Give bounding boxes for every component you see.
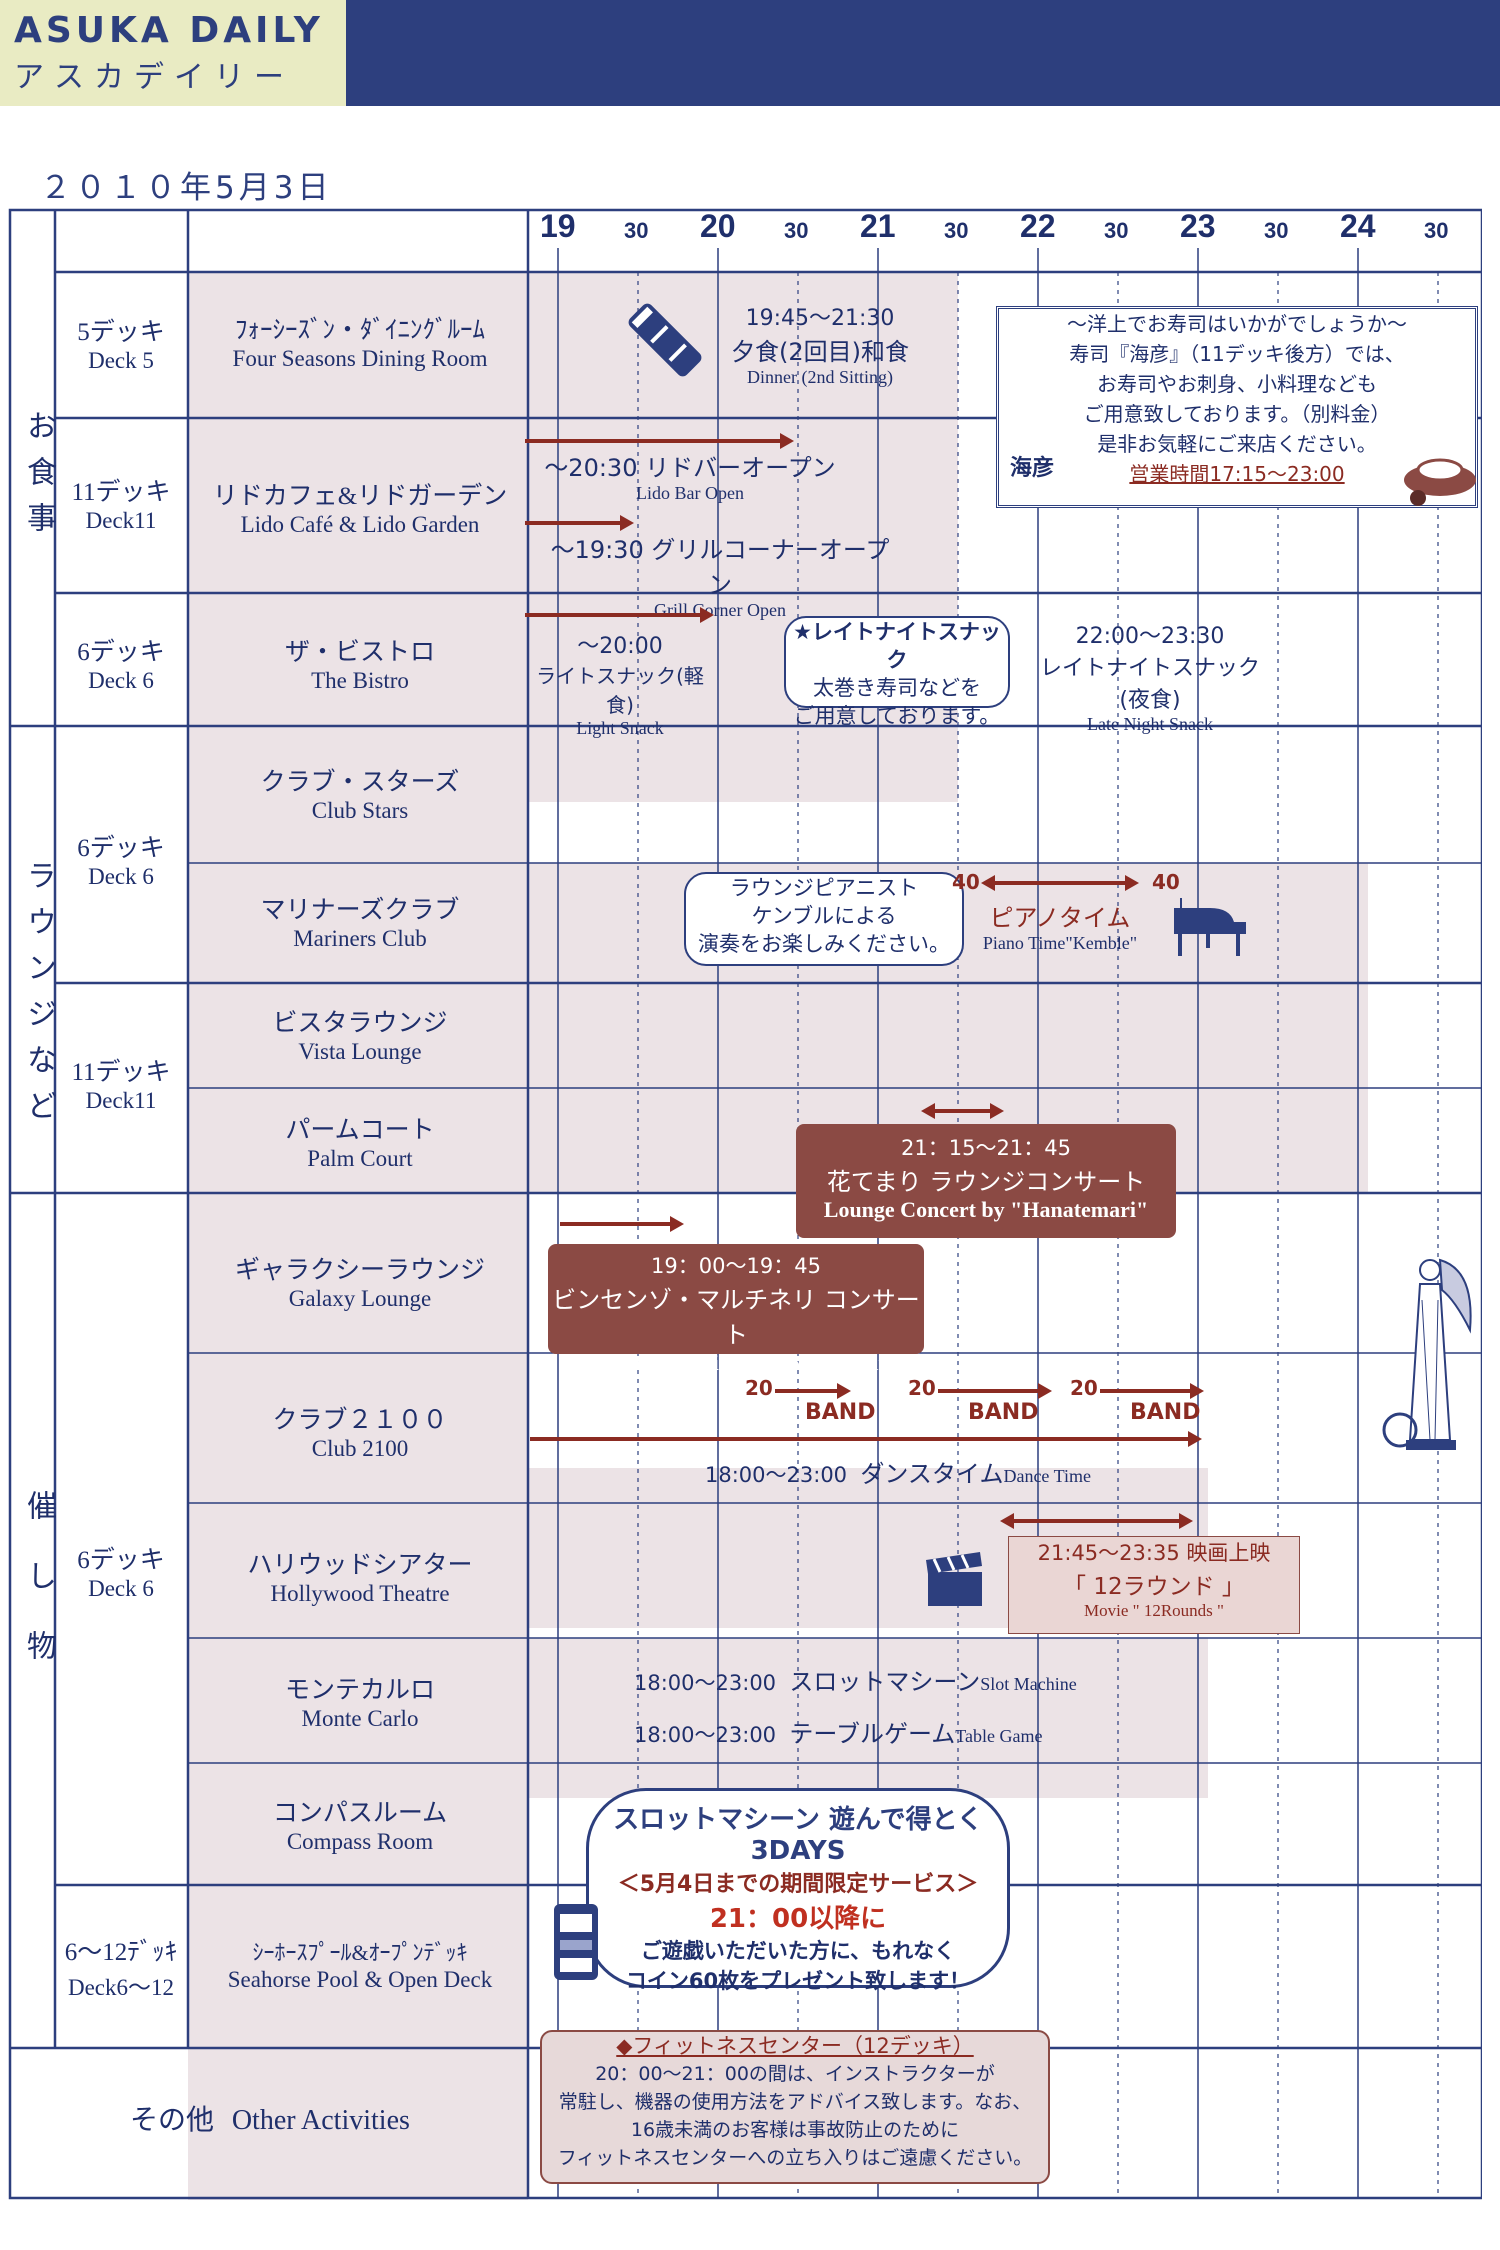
category-lounge: ラウンジなど	[21, 860, 56, 1136]
event-table-game: 18:00〜23:00 テーブルゲームTable Game	[634, 1720, 1043, 1748]
band-label-3: BAND	[1130, 1400, 1201, 1425]
vincenzo-arrow	[560, 1216, 684, 1232]
pianist-bubble: ラウンジピアニスト ケンブルによる 演奏をお楽しみください。	[684, 872, 964, 966]
sushi-roll-icon	[628, 303, 702, 377]
light-snack-arrow	[525, 607, 714, 623]
band-arrow-2	[938, 1383, 1052, 1399]
brand-title: ASUKA DAILY	[14, 10, 324, 51]
grill-arrow	[525, 515, 634, 531]
band-label-1: BAND	[805, 1400, 876, 1425]
piano-start: 40	[952, 870, 980, 894]
category-events: 催し物	[21, 1490, 56, 1700]
umihiko-logo: 海彦	[1010, 456, 1055, 481]
hour-21: 21	[860, 208, 896, 244]
fitness-notice: ◆フィットネスセンター（12デッキ） 20：00〜21：00の間は、インストラク…	[540, 2030, 1050, 2184]
late-night-bubble: ★レイトナイトスナック 太巻き寿司などを ご用意しております。	[784, 616, 1010, 728]
half-hour-label: 30	[784, 218, 809, 243]
clapperboard-icon	[926, 1552, 982, 1606]
lido-bar-arrow	[525, 433, 794, 449]
band-arrow-1	[775, 1383, 851, 1399]
slot-machine-icon	[554, 1904, 598, 1980]
event-movie: 21:45〜23:35 映画上映 「 12ラウンド 」 Movie " 12Ro…	[1008, 1536, 1300, 1634]
hour-20: 20	[700, 208, 736, 244]
header-brand-panel	[0, 0, 346, 106]
event-dinner: 19:45〜21:30 夕食(2回目)和食 Dinner (2nd Sittin…	[731, 306, 909, 387]
category-dining: お食事	[21, 410, 56, 548]
band-start-2: 20	[908, 1376, 936, 1400]
half-hour-label: 30	[624, 218, 649, 243]
header-bar	[346, 0, 1500, 106]
half-hour-label: 30	[1424, 218, 1449, 243]
hour-19: 19	[540, 208, 576, 244]
hour-23: 23	[1180, 208, 1216, 244]
band-start-3: 20	[1070, 1376, 1098, 1400]
movie-arrow	[1000, 1513, 1193, 1529]
band-arrow-3	[1100, 1383, 1204, 1399]
half-hour-label: 30	[944, 218, 969, 243]
piano-icon	[1174, 898, 1246, 956]
half-hour-label: 30	[1264, 218, 1289, 243]
angel-statue-icon	[1382, 1258, 1472, 1450]
band-label-2: BAND	[968, 1400, 1039, 1425]
sushi-notice: 〜洋上でお寿司はいかがでしょうか〜 寿司『海彦』（11デッキ後方）では、 お寿司…	[996, 306, 1478, 508]
other-activities-label: その他 Other Activities	[130, 2103, 410, 2136]
dance-arrow	[530, 1431, 1202, 1447]
half-hour-label: 30	[1104, 218, 1129, 243]
event-vincenzo: 19：00〜19：45 ビンセンゾ・マルチネリ コンサート Concert by…	[548, 1244, 924, 1375]
piano-arrow	[981, 875, 1139, 891]
event-hanatemari: 21：15〜21：45 花てまり ラウンジコンサート Lounge Concer…	[796, 1124, 1176, 1238]
schedule-date: ２０１０年5月3日	[40, 170, 333, 206]
band-start-1: 20	[745, 1376, 773, 1400]
event-slot: 18:00〜23:00 スロットマシーンSlot Machine	[634, 1668, 1077, 1696]
event-dance: 18:00〜23:00 ダンスタイムDance Time	[705, 1460, 1091, 1488]
brand-subtitle: アスカデイリー	[14, 60, 294, 95]
sushi-plate-icon	[1404, 458, 1476, 506]
hanatemari-arrow	[921, 1103, 1004, 1119]
hour-24: 24	[1340, 208, 1376, 244]
piano-end: 40	[1152, 870, 1180, 894]
slot-promo-bubble: スロットマシーン 遊んで得とく3DAYS ＜5月4日までの期間限定サービス＞ 2…	[586, 1788, 1010, 1993]
hour-22: 22	[1020, 208, 1056, 244]
